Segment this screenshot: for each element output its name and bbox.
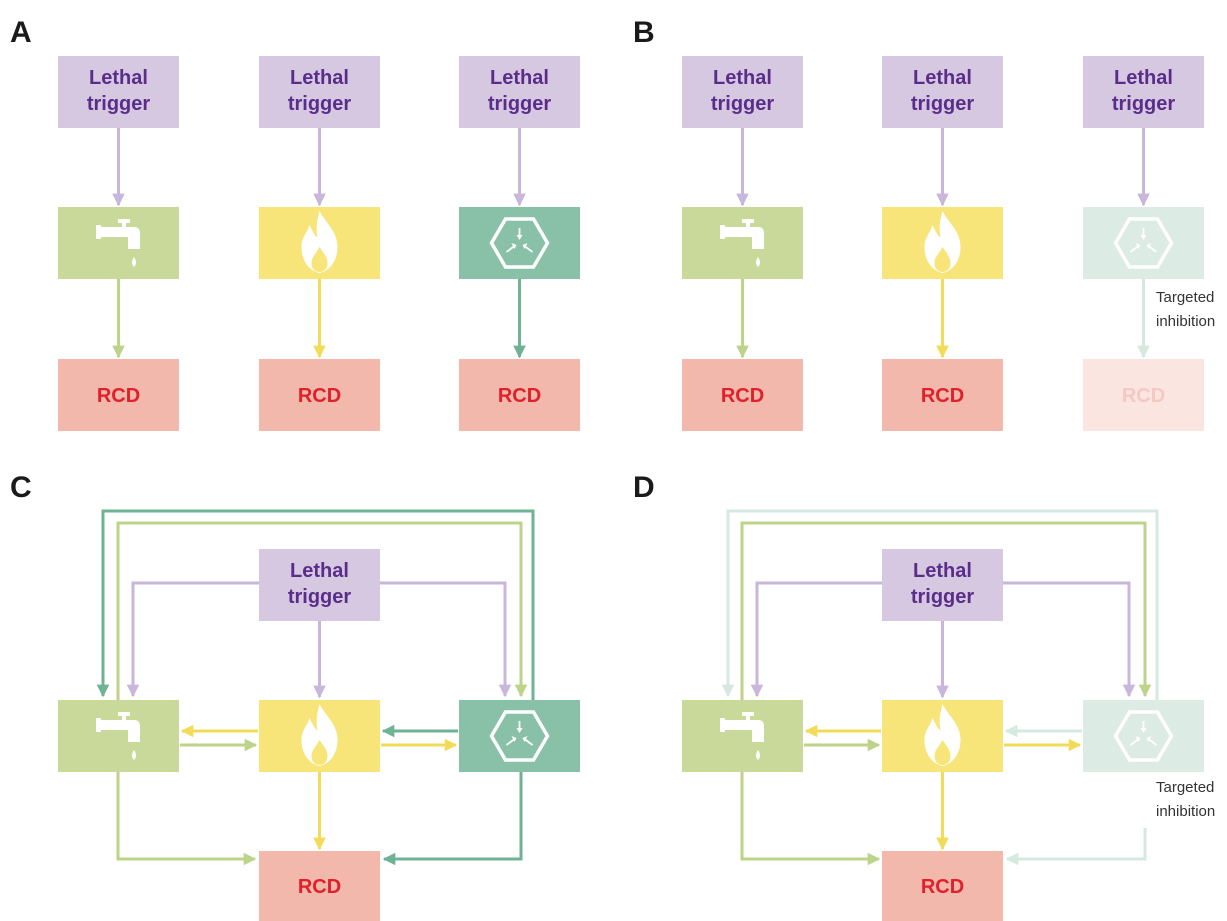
trigger-to-hex-arrow — [380, 581, 512, 698]
tap-pathway-box — [682, 207, 803, 279]
rcd-label: RCD — [298, 876, 341, 898]
lethal-trigger-box: Lethal trigger — [58, 56, 179, 128]
hex-pathway-box — [459, 700, 580, 772]
note-line1: Targeted — [1156, 289, 1214, 306]
trigger-label-line2: trigger — [911, 93, 975, 115]
trigger-label-line1: Lethal — [1114, 67, 1173, 89]
trigger-label-line1: Lethal — [913, 67, 972, 89]
panel-c: C Lethal trigger — [10, 471, 580, 921]
tap-to-hex-loop-arrow — [116, 521, 528, 700]
trigger-label-line2: trigger — [1112, 93, 1176, 115]
tap-pathway-box — [58, 700, 179, 772]
hex-to-rcd-arrow-inhibited — [1005, 828, 1147, 866]
rcd-label: RCD — [721, 385, 764, 407]
trigger-to-tap-arrow — [750, 581, 882, 698]
lethal-trigger-box: Lethal trigger — [259, 549, 380, 621]
panel-d: D Lethal trigger Targeted inhib — [633, 471, 1215, 921]
hex-to-rcd-arrow — [382, 772, 523, 866]
trigger-label-line1: Lethal — [290, 560, 349, 582]
lethal-trigger-box: Lethal trigger — [882, 549, 1003, 621]
lethal-trigger-box: Lethal trigger — [882, 56, 1003, 128]
rcd-box: RCD — [882, 851, 1003, 921]
note-line2: inhibition — [1156, 313, 1215, 330]
panel-letter-a: A — [10, 16, 32, 49]
rcd-box: RCD — [259, 359, 380, 431]
trigger-label-line1: Lethal — [290, 67, 349, 89]
trigger-label-line2: trigger — [911, 586, 975, 608]
panel-a: A Lethal trigger Lethal trigger Lethal t… — [10, 16, 580, 431]
note-line1: Targeted — [1156, 779, 1214, 796]
trigger-to-tap-arrow — [126, 581, 259, 698]
tap-to-rcd-arrow — [116, 772, 257, 866]
hex-pathway-box — [459, 207, 580, 279]
rcd-label: RCD — [298, 385, 341, 407]
panel-letter-d: D — [633, 471, 655, 504]
hex-pathway-box-inhibited — [1083, 207, 1204, 279]
tap-pathway-box — [58, 207, 179, 279]
rcd-box-inhibited: RCD — [1083, 359, 1204, 431]
rcd-label: RCD — [921, 876, 964, 898]
targeted-inhibition-note: Targeted inhibition — [1152, 287, 1227, 333]
rcd-label: RCD — [1122, 385, 1165, 407]
trigger-label-line2: trigger — [288, 93, 352, 115]
hex-to-tap-loop-arrow-inhibited — [721, 509, 1159, 700]
trigger-label-line2: trigger — [711, 93, 775, 115]
rcd-box: RCD — [682, 359, 803, 431]
rcd-box: RCD — [882, 359, 1003, 431]
lethal-trigger-box: Lethal trigger — [682, 56, 803, 128]
targeted-inhibition-note: Targeted inhibition — [1156, 779, 1215, 820]
lethal-trigger-box: Lethal trigger — [259, 56, 380, 128]
rcd-label: RCD — [97, 385, 140, 407]
lethal-trigger-box: Lethal trigger — [459, 56, 580, 128]
trigger-label-line1: Lethal — [713, 67, 772, 89]
trigger-label-line2: trigger — [488, 93, 552, 115]
trigger-label-line2: trigger — [87, 93, 151, 115]
trigger-label-line1: Lethal — [490, 67, 549, 89]
hex-to-tap-loop-arrow — [96, 509, 535, 700]
lethal-trigger-box: Lethal trigger — [1083, 56, 1204, 128]
rcd-box: RCD — [58, 359, 179, 431]
rcd-box: RCD — [259, 851, 380, 921]
panel-b: B Lethal trigger Lethal trigger Lethal t… — [633, 16, 1227, 431]
rcd-label: RCD — [498, 385, 541, 407]
tap-to-hex-loop-arrow — [740, 521, 1152, 700]
fire-pathway-box — [259, 700, 380, 772]
panel-letter-c: C — [10, 471, 32, 504]
trigger-label-line2: trigger — [288, 586, 352, 608]
rcd-box: RCD — [459, 359, 580, 431]
tap-to-rcd-arrow — [740, 772, 881, 866]
trigger-label-line1: Lethal — [913, 560, 972, 582]
fire-pathway-box — [882, 207, 1003, 279]
hex-pathway-box-inhibited — [1083, 700, 1204, 772]
panel-letter-b: B — [633, 16, 655, 49]
fire-pathway-box — [259, 207, 380, 279]
trigger-label-line1: Lethal — [89, 67, 148, 89]
trigger-to-hex-arrow — [1003, 581, 1136, 698]
fire-pathway-box — [882, 700, 1003, 772]
note-line2: inhibition — [1156, 803, 1215, 820]
tap-pathway-box — [682, 700, 803, 772]
rcd-label: RCD — [921, 385, 964, 407]
